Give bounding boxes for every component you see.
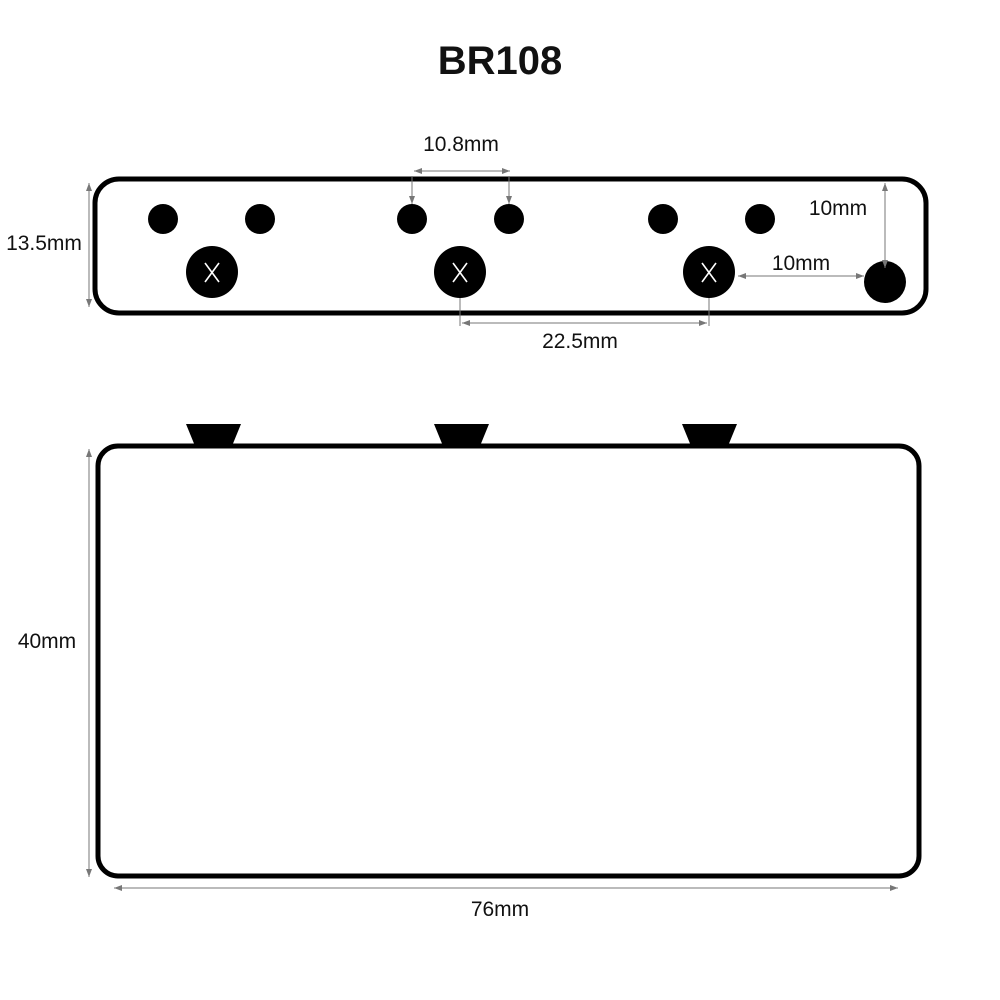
screw-spacing-dimension (459, 298, 710, 326)
string-hole (397, 204, 427, 234)
front-view-outline (95, 443, 922, 879)
corner-vertical-label: 10mm (809, 197, 867, 220)
hole-spacing-dimension (409, 168, 512, 204)
screw-hole (683, 246, 735, 298)
screw-hole (434, 246, 486, 298)
corner-vertical-dimension (882, 183, 888, 268)
front-width-label: 76mm (471, 898, 529, 921)
front-width-dimension (114, 885, 898, 891)
screw-head (186, 424, 241, 446)
screw-head (682, 424, 737, 446)
top-view: 10.8mm 13.5mm 10mm 10mm (6, 133, 929, 353)
string-hole (494, 204, 524, 234)
screw-hole (186, 246, 238, 298)
top-height-label: 13.5mm (6, 232, 82, 255)
diagram-title: BR108 (438, 39, 563, 83)
string-hole (745, 204, 775, 234)
front-height-label: 40mm (18, 630, 76, 653)
top-view-outline (92, 176, 929, 316)
mounting-hole (864, 261, 906, 303)
screw-spacing-label: 22.5mm (542, 330, 618, 353)
corner-horizontal-dimension (738, 273, 864, 279)
string-hole (245, 204, 275, 234)
front-height-dimension (86, 449, 92, 877)
screw-head (434, 424, 489, 446)
string-hole (648, 204, 678, 234)
top-height-dimension (86, 183, 92, 307)
front-view: 40mm 76mm (18, 424, 922, 921)
string-hole (148, 204, 178, 234)
corner-horizontal-label: 10mm (772, 252, 830, 275)
hole-spacing-label: 10.8mm (423, 133, 499, 156)
